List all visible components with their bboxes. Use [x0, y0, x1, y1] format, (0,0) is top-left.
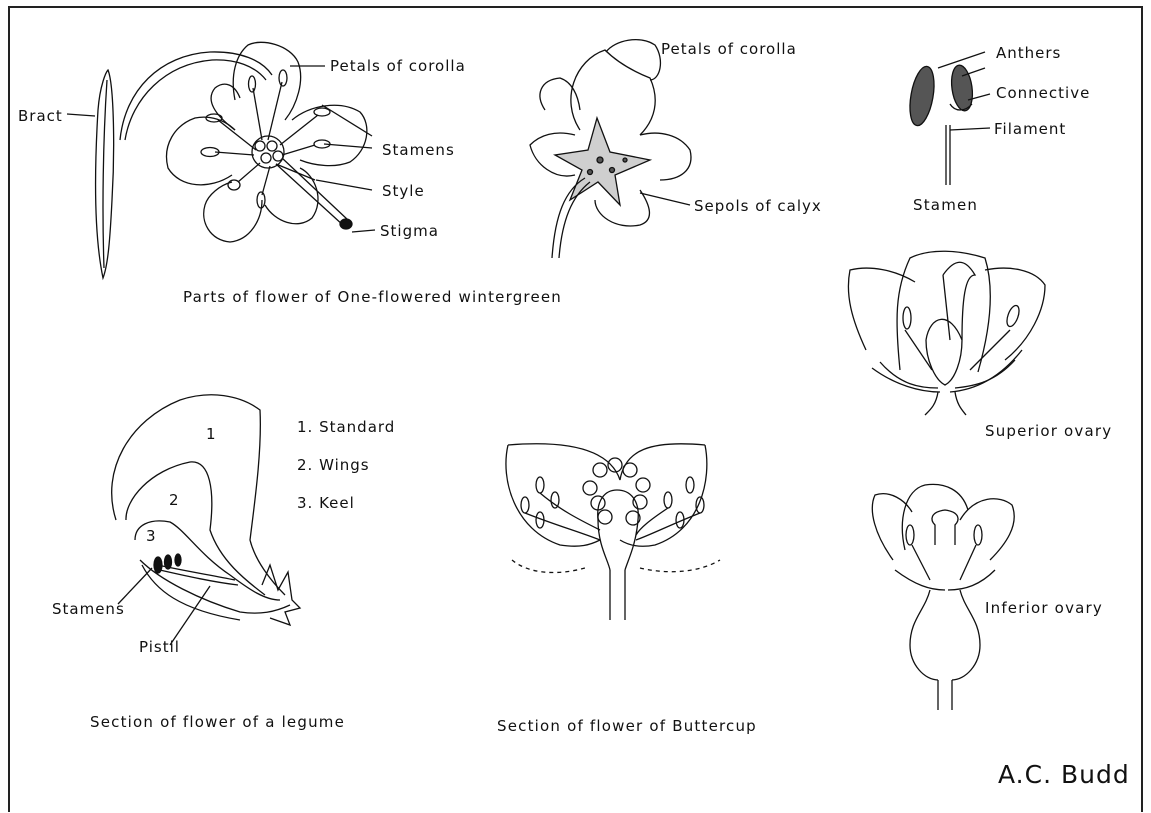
label-petals-corolla: Petals of corolla — [330, 59, 466, 74]
label-filament: Filament — [994, 122, 1066, 137]
wintergreen-flower-drawing — [67, 42, 375, 278]
flower-stem — [120, 52, 272, 140]
label-style: Style — [382, 184, 425, 199]
caption-stamen: Stamen — [913, 198, 978, 213]
caption-superior-ovary: Superior ovary — [985, 424, 1112, 439]
flower-stem-inner — [125, 60, 266, 140]
calyx-petal-1 — [571, 50, 655, 135]
petal-top — [233, 42, 300, 120]
label-pistil: Pistil — [139, 640, 180, 655]
stamen-drawing — [906, 52, 990, 185]
legend-keel: 3. Keel — [297, 496, 355, 511]
caption-buttercup: Section of flower of Buttercup — [497, 719, 757, 734]
inferior-ovary-drawing — [872, 484, 1014, 710]
legume-number-2: 2 — [169, 493, 180, 508]
anther-left — [906, 65, 938, 128]
buttercup-drawing — [506, 444, 720, 620]
caption-legume: Section of flower of a legume — [90, 715, 345, 730]
legend-standard: 1. Standard — [297, 420, 395, 435]
label-bract: Bract — [18, 109, 63, 124]
label-stamens: Stamens — [382, 143, 455, 158]
calyx-flower-drawing — [530, 40, 691, 258]
artist-signature: A.C. Budd — [998, 760, 1130, 789]
superior-ovary-drawing — [848, 251, 1045, 415]
stigma-shape — [340, 219, 352, 229]
label-stigma: Stigma — [380, 224, 439, 239]
label-legume-stamens: Stamens — [52, 602, 125, 617]
label-calyx-petals: Petals of corolla — [661, 42, 797, 57]
label-connective: Connective — [996, 86, 1090, 101]
label-anthers: Anthers — [996, 46, 1061, 61]
label-sepals-calyx: Sepols of calyx — [694, 199, 822, 214]
calyx-petal-4 — [595, 190, 649, 226]
bract-shape — [96, 70, 114, 278]
legend-wings: 2. Wings — [297, 458, 370, 473]
caption-wintergreen: Parts of flower of One-flowered wintergr… — [183, 290, 562, 305]
bract-vein — [103, 80, 107, 268]
caption-inferior-ovary: Inferior ovary — [985, 601, 1103, 616]
petal-bottom — [204, 182, 262, 242]
legume-number-3: 3 — [146, 529, 157, 544]
legume-standard — [112, 395, 285, 595]
calyx-petal-3 — [640, 133, 691, 180]
legume-number-1: 1 — [206, 427, 217, 442]
calyx-petal-2 — [606, 40, 660, 80]
